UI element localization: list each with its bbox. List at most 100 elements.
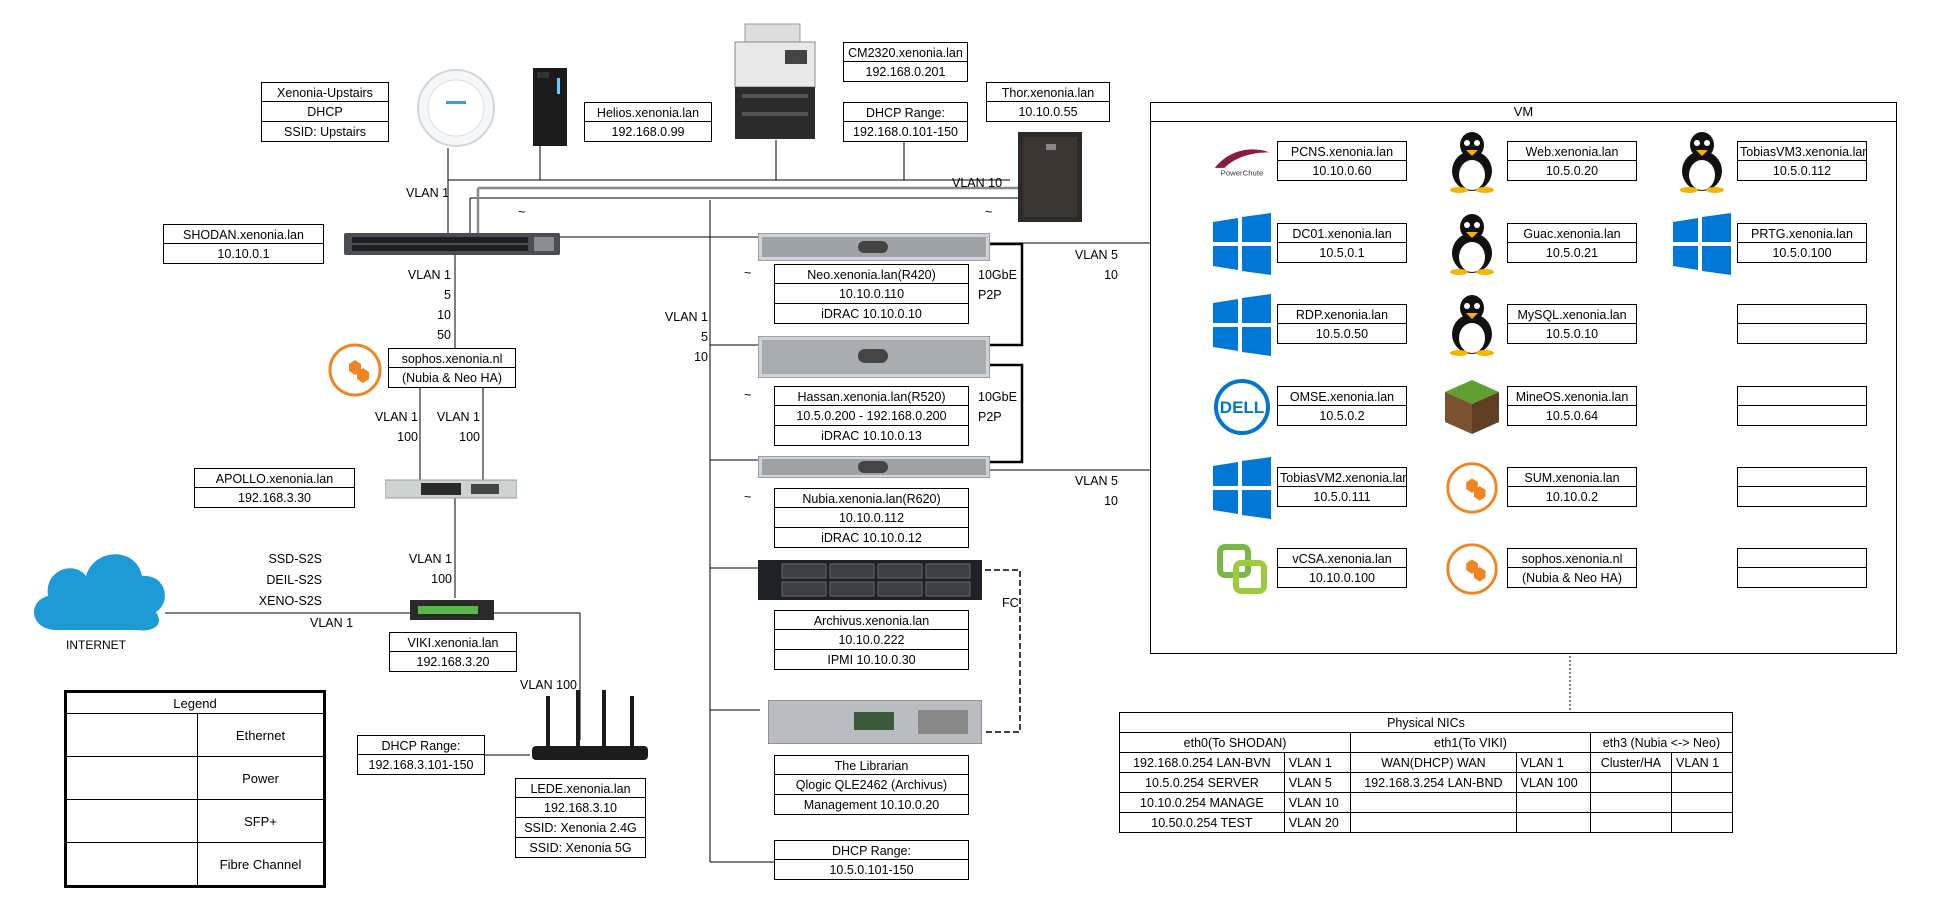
vm-ip: 10.5.0.1 (1277, 243, 1407, 263)
hassan-server-icon (758, 336, 990, 378)
linux-icon (1441, 131, 1503, 193)
nics-cell: Cluster/HA (1589, 752, 1673, 773)
legend-sample-ethernet (65, 713, 198, 757)
linux-icon (1441, 213, 1503, 275)
svg-text:DELL: DELL (1220, 398, 1264, 417)
vm-ip: 10.5.0.2 (1277, 406, 1407, 426)
helios-info: Helios.xenonia.lan 192.168.0.99 (584, 102, 712, 142)
server-vlans: VLAN 1 5 10 (664, 310, 708, 364)
vm-name: sophos.xenonia.nl (1507, 548, 1637, 568)
nics-cell (1589, 792, 1673, 813)
vm-name (1737, 548, 1867, 568)
vm-ip: 10.5.0.100 (1737, 243, 1867, 263)
legend-sample-power (65, 756, 198, 800)
vm-vlans: VLAN 5 10 (1074, 248, 1118, 282)
sophos-logo-icon (328, 343, 382, 397)
nics-cell (1671, 812, 1733, 833)
nics-cell: VLAN 5 (1283, 772, 1352, 793)
tilde-label: ~ (744, 266, 752, 280)
vlan-label: VLAN 1 (406, 186, 450, 200)
sfp-line (990, 242, 1024, 347)
vm-ip: (Nubia & Neo HA) (1507, 568, 1637, 588)
internet-label: INTERNET (66, 638, 126, 652)
minecraft-icon (1441, 376, 1503, 438)
dhcp-range-0-info: DHCP Range: 192.168.0.101-150 (843, 102, 968, 142)
vm-name: PRTG.xenonia.lan (1737, 223, 1867, 243)
nics-cell: VLAN 1 (1671, 752, 1733, 773)
vm-name (1737, 304, 1867, 324)
vm-name (1737, 386, 1867, 406)
tilde-label: ~ (744, 490, 752, 504)
legend-title: Legend (65, 691, 325, 714)
vm-info-box (1737, 467, 1867, 507)
viki-vlans: VLAN 1 100 (408, 552, 452, 586)
vm-info-box: sophos.xenonia.nl(Nubia & Neo HA) (1507, 548, 1637, 588)
neo-info: Neo.xenonia.lan(R420) 10.10.0.110 iDRAC … (774, 264, 969, 324)
vm-ip (1737, 568, 1867, 588)
vm-title: VM (1151, 103, 1896, 122)
nics-cell (1589, 772, 1673, 793)
sophos-icon (1441, 538, 1503, 600)
router-icon (532, 690, 648, 760)
vm-ip: 10.10.0.60 (1277, 161, 1407, 181)
legend-label: Ethernet (197, 713, 325, 757)
p2p-label: 10GbE P2P (978, 268, 1017, 302)
vmware-icon (1211, 538, 1273, 600)
nubia-info: Nubia.xenonia.lan(R620) 10.10.0.112 iDRA… (774, 488, 969, 548)
nics-cell (1589, 812, 1673, 833)
apollo-info: APOLLO.xenonia.lan 192.168.3.30 (194, 468, 355, 508)
printer-icon (734, 23, 816, 139)
vm-name: SUM.xenonia.lan (1507, 467, 1637, 487)
legend-table: Legend Ethernet Power SFP+ Fibre Channel (64, 690, 326, 888)
archivus-info: Archivus.xenonia.lan 10.10.0.222 IPMI 10… (774, 610, 969, 670)
legend-label: SFP+ (197, 799, 325, 843)
vm-ip: 10.5.0.112 (1737, 161, 1867, 181)
nics-cell: VLAN 20 (1283, 812, 1352, 833)
legend-label: Fibre Channel (197, 842, 325, 887)
vm-name: Guac.xenonia.lan (1507, 223, 1637, 243)
vm-item-empty (1671, 376, 1881, 446)
sophos-physical-info: sophos.xenonia.nl (Nubia & Neo HA) (388, 348, 516, 388)
vm-ip: 10.5.0.111 (1277, 487, 1407, 507)
internet-cloud-icon (34, 554, 165, 631)
vm-ip (1737, 487, 1867, 507)
windows-icon (1211, 213, 1273, 275)
apollo-left-vlans: VLAN 1 100 (374, 410, 418, 444)
thor-info: Thor.xenonia.lan 10.10.0.55 (986, 82, 1110, 122)
vm-ip (1737, 406, 1867, 426)
viki-info: VIKI.xenonia.lan 192.168.3.20 (389, 632, 517, 672)
nics-header: eth0(To SHODAN) (1118, 732, 1352, 753)
vm-name: MineOS.xenonia.lan (1507, 386, 1637, 406)
nics-cell: VLAN 10 (1283, 792, 1352, 813)
nics-header: eth3 (Nubia <-> Neo) (1589, 732, 1734, 753)
fc-label: FC (1002, 596, 1019, 610)
nics-cell: 10.50.0.254 TEST (1119, 812, 1285, 833)
access-point-icon (417, 69, 495, 147)
vm-ip: 10.5.0.20 (1507, 161, 1637, 181)
vm-ip: 10.5.0.64 (1507, 406, 1637, 426)
windows-icon (1211, 294, 1273, 356)
linux-icon (1441, 294, 1503, 356)
windows-icon (1211, 457, 1273, 519)
nics-cell: 10.5.0.254 SERVER (1119, 772, 1285, 793)
legend-sample-sfp (65, 799, 198, 843)
vm-name: PCNS.xenonia.lan (1277, 141, 1407, 161)
nics-title: Physical NICs (1119, 712, 1733, 733)
tape-library-icon (768, 700, 982, 744)
nics-cell: VLAN 1 (1515, 752, 1591, 773)
nics-cell: VLAN 100 (1515, 772, 1591, 793)
nubia-server-icon (758, 456, 990, 478)
sfp-line (990, 363, 1024, 464)
vlan-label: VLAN 10 (952, 176, 1003, 190)
vm-name: Web.xenonia.lan (1507, 141, 1637, 161)
